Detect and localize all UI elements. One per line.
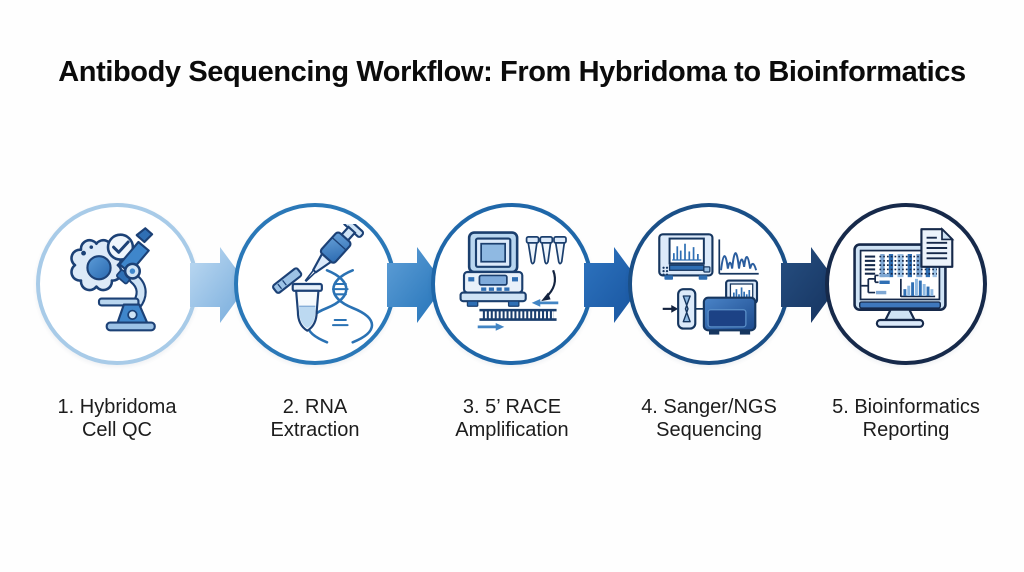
step-circle-4 xyxy=(628,203,790,365)
step-caption-line: 2. RNA xyxy=(282,396,348,418)
diagram-title: Antibody Sequencing Workflow: From Hybri… xyxy=(58,56,966,88)
step-caption-line: 3. 5’ RACE xyxy=(462,396,562,418)
pipette-tube-dna-icon xyxy=(272,224,374,344)
step-caption-line: Extraction xyxy=(270,419,360,441)
computer-alignment-report-icon xyxy=(853,227,955,328)
step-caption-line: Reporting xyxy=(862,419,950,441)
step-caption-line: 5. Bioinformatics xyxy=(832,396,980,418)
step-caption-line: Sequencing xyxy=(656,419,762,441)
step-circle-3 xyxy=(431,203,593,365)
step-circle-1 xyxy=(36,203,198,365)
step-caption-5: 5. Bioinformatics Reporting xyxy=(796,396,1016,442)
step-caption-line: Cell QC xyxy=(81,419,152,441)
step-caption-line: 1. Hybridoma xyxy=(57,396,177,418)
thermocycler-pcr-primers-icon xyxy=(459,231,567,331)
step-caption-4: 4. Sanger/NGS Sequencing xyxy=(599,396,819,442)
step-circle-2 xyxy=(234,203,396,365)
arrow-step3-to-step4 xyxy=(584,247,642,323)
step-circle-5 xyxy=(825,203,987,365)
step-caption-1: 1. Hybridoma Cell QC xyxy=(7,396,227,442)
step-caption-2: 2. RNA Extraction xyxy=(205,396,425,442)
sequencer-chromatogram-flowcell-icon xyxy=(658,233,759,335)
step-caption-3: 3. 5’ RACE Amplification xyxy=(402,396,622,442)
arrow-step2-to-step3 xyxy=(387,247,445,323)
step-caption-line: Amplification xyxy=(455,419,569,441)
arrow-step1-to-step2 xyxy=(190,247,248,323)
hybridoma-cell-check-microscope-icon xyxy=(70,227,156,332)
step-caption-line: 4. Sanger/NGS xyxy=(641,396,777,418)
arrow-step4-to-step5 xyxy=(781,247,839,323)
